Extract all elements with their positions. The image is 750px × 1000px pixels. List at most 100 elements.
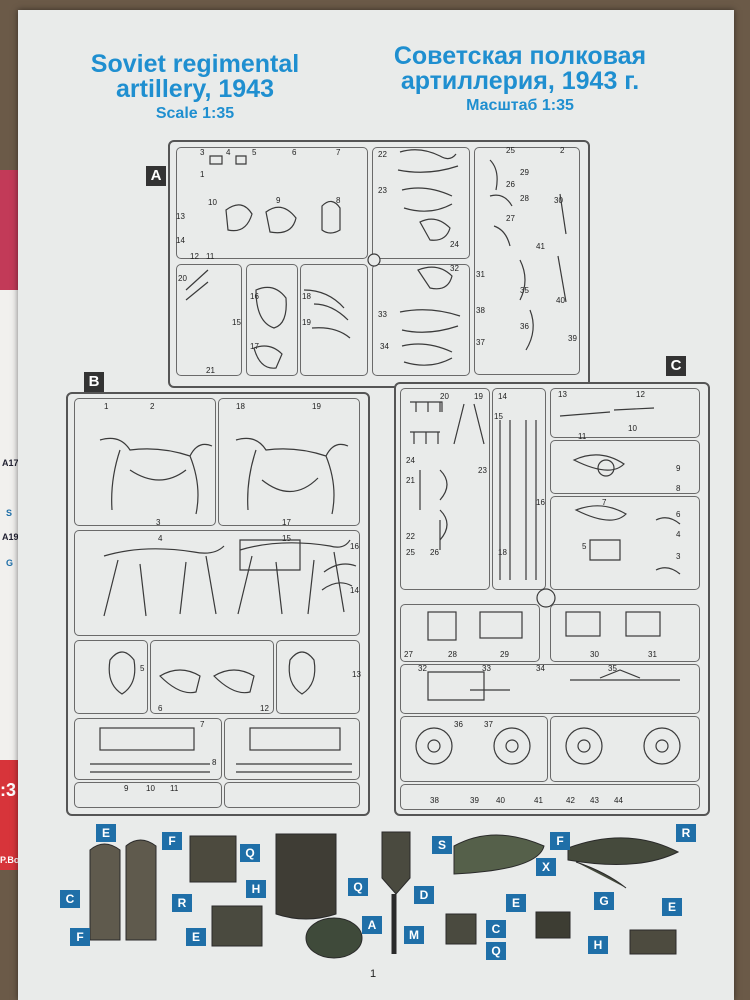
pouch-pair [629, 929, 677, 955]
part-number: 18 [236, 402, 245, 411]
color-callout: F [550, 832, 570, 850]
part-number: 23 [378, 186, 387, 195]
part-number: 40 [496, 796, 505, 805]
part-number: 16 [536, 498, 545, 507]
part-number: 7 [602, 498, 607, 507]
part-number: 22 [378, 150, 387, 159]
sprue-c-cell [400, 388, 490, 590]
part-number: 41 [534, 796, 543, 805]
part-number: 4 [676, 530, 681, 539]
color-callout: C [60, 890, 80, 908]
part-number: 20 [178, 274, 187, 283]
sprue-c-cell [492, 388, 546, 590]
part-number: 6 [292, 148, 297, 157]
side-label: :3 [0, 780, 17, 800]
sprue-b-cell [74, 398, 216, 526]
side-label: A19 [2, 532, 19, 542]
sprue-b-cell [218, 398, 360, 526]
part-number: 21 [406, 476, 415, 485]
part-number: 25 [506, 146, 515, 155]
part-number: 28 [448, 650, 457, 659]
sprue-c-cell [400, 716, 548, 782]
part-number: 8 [336, 196, 341, 205]
title-ru-text: Советская полковая артиллерия, 1943 г. [393, 42, 647, 95]
title-en-text: Soviet regimental artillery, 1943 [90, 50, 300, 103]
part-number: 22 [406, 532, 415, 541]
part-number: 7 [336, 148, 341, 157]
part-number: 3 [200, 148, 205, 157]
part-number: 10 [628, 424, 637, 433]
part-number: 8 [212, 758, 217, 767]
part-number: 30 [554, 196, 563, 205]
part-number: 15 [232, 318, 241, 327]
color-callout: R [172, 894, 192, 912]
part-number: 4 [226, 148, 231, 157]
part-number: 1 [104, 402, 109, 411]
color-callout: F [70, 928, 90, 946]
pilotka-cap [453, 834, 545, 875]
part-number: 39 [568, 334, 577, 343]
part-number: 13 [352, 670, 361, 679]
part-number: 25 [406, 548, 415, 557]
part-number: 38 [430, 796, 439, 805]
part-number: 2 [560, 146, 565, 155]
color-callout: S [432, 836, 452, 854]
part-number: 18 [498, 548, 507, 557]
part-number: 17 [250, 342, 259, 351]
sprue-a-cell [176, 264, 242, 376]
part-number: 43 [590, 796, 599, 805]
part-number: 9 [676, 464, 681, 473]
part-number: 27 [506, 214, 515, 223]
sprue-c-cell [400, 664, 700, 714]
part-number: 15 [282, 534, 291, 543]
scale-ru: Масштаб 1:35 [466, 97, 574, 114]
part-number: 3 [156, 518, 161, 527]
part-number: 13 [176, 212, 185, 221]
part-number: 29 [500, 650, 509, 659]
part-number: 36 [454, 720, 463, 729]
side-label: S [6, 508, 13, 518]
color-callout: E [186, 928, 206, 946]
sprue-b-cell [150, 640, 274, 714]
peaked-cap [567, 837, 680, 889]
part-number: 12 [190, 252, 199, 261]
sprue-a-cell [372, 147, 470, 259]
page-number: 1 [370, 968, 377, 980]
part-number: 37 [476, 338, 485, 347]
sprue-c-cell [550, 388, 700, 438]
color-callout: C [486, 920, 506, 938]
color-callout: M [404, 926, 424, 944]
part-number: 26 [506, 180, 515, 189]
part-number: 14 [498, 392, 507, 401]
part-number: 36 [520, 322, 529, 331]
sprue-b-cell [74, 782, 222, 808]
part-number: 23 [478, 466, 487, 475]
color-callout: E [96, 824, 116, 842]
part-number: 19 [474, 392, 483, 401]
part-number: 44 [614, 796, 623, 805]
part-number: 9 [276, 196, 281, 205]
sprue-a-cell [300, 264, 368, 376]
part-number: 31 [476, 270, 485, 279]
sprue-b-cell [276, 640, 360, 714]
title-ru: Советская полковая артиллерия, 1943 г. М… [355, 44, 685, 114]
sprue-b-label: B [84, 372, 104, 392]
part-number: 40 [556, 296, 565, 305]
part-number: 19 [302, 318, 311, 327]
part-number: 11 [206, 252, 215, 261]
color-callout: E [506, 894, 526, 912]
part-number: 19 [312, 402, 321, 411]
side-label: A17 [2, 458, 19, 468]
part-number: 4 [158, 534, 163, 543]
color-callout: R [676, 824, 696, 842]
part-number: 35 [520, 286, 529, 295]
part-number: 5 [252, 148, 257, 157]
part-number: 34 [536, 664, 545, 673]
part-number: 30 [590, 650, 599, 659]
part-number: 20 [440, 392, 449, 401]
part-number: 32 [418, 664, 427, 673]
part-number: 5 [140, 664, 145, 673]
part-number: 27 [404, 650, 413, 659]
shoulder-board-right [125, 839, 157, 941]
